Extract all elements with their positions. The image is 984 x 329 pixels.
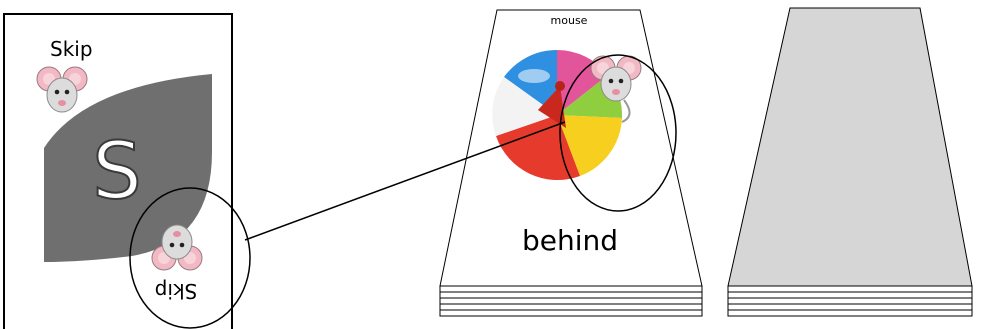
blank-card [727, 7, 973, 287]
picture-card-word: behind [522, 224, 618, 257]
picture-card-stack: mouse behind [439, 9, 703, 317]
callout-circle [129, 187, 251, 329]
skip-card-center-symbol: S [92, 127, 142, 217]
stack-edge [439, 286, 703, 317]
picture-card-top-label: mouse [551, 14, 588, 27]
blank-card-stack [727, 7, 973, 317]
mouse-icon [590, 55, 642, 123]
callout-connector [244, 121, 566, 241]
skip-card-top-label: Skip [50, 37, 93, 61]
skip-card: Skip S Skip [3, 13, 233, 329]
skip-card-leaf [44, 74, 212, 262]
stack-edge [727, 286, 973, 317]
callout-circle [559, 54, 677, 212]
skip-card-bottom-label: Skip [155, 279, 198, 303]
beach-ball-icon [492, 49, 623, 181]
